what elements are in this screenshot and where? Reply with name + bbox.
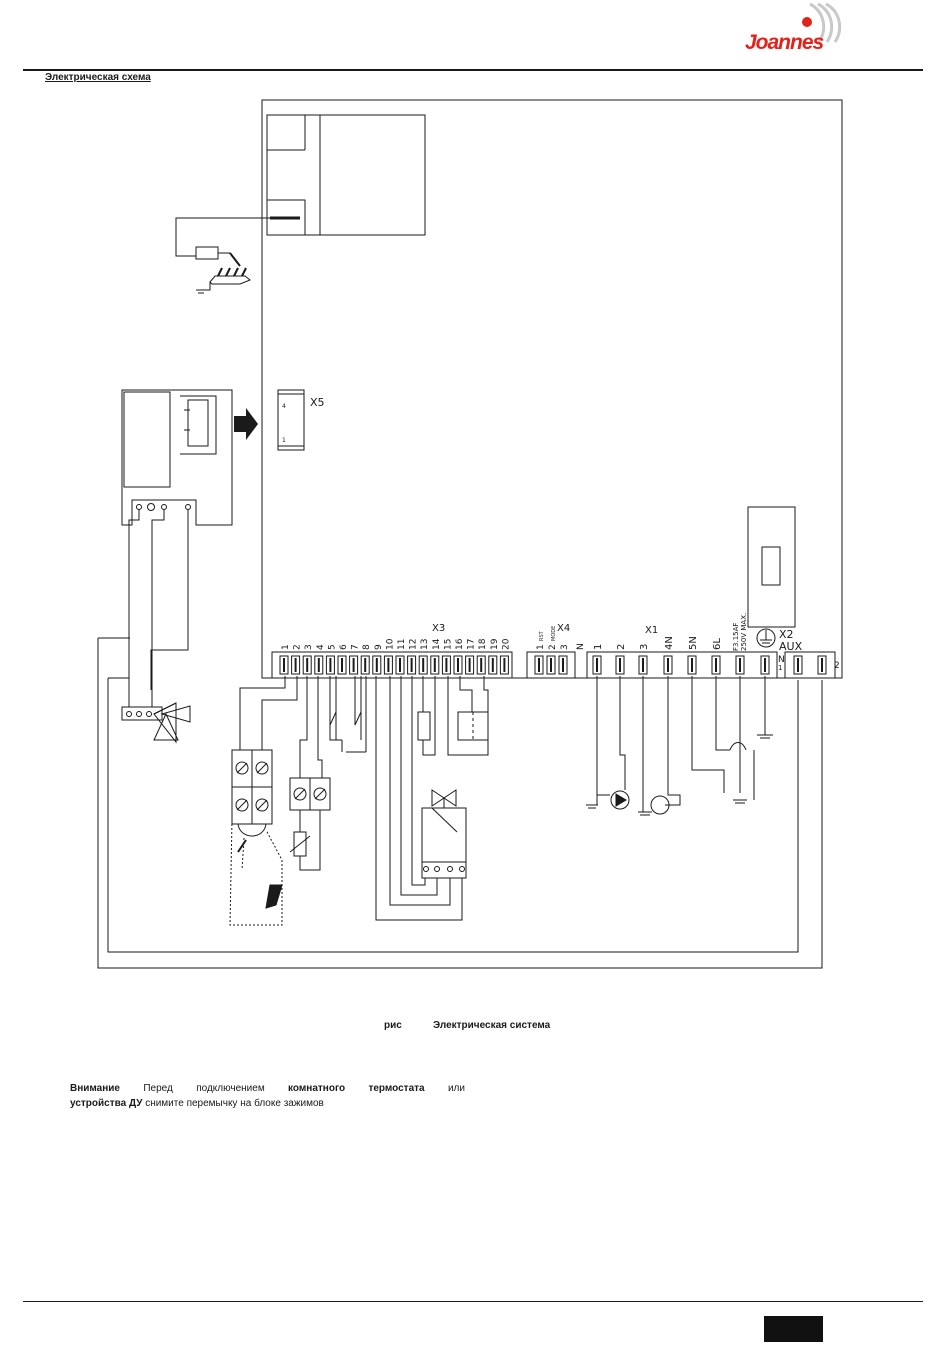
page-number-box <box>764 1316 823 1342</box>
x3-pin-label: 19 <box>490 638 500 650</box>
x1-pin-label: 2 <box>616 644 627 650</box>
warning-note: Внимание Перед подключением комнатного т… <box>70 1081 465 1111</box>
x4-pin-note: MODE <box>551 626 557 641</box>
warning-heading: Внимание <box>70 1081 120 1096</box>
x1-pin-label: 1 <box>593 644 604 650</box>
control-board <box>262 100 842 678</box>
x3-pin-label: 13 <box>420 639 430 650</box>
figure-label: рис <box>384 1020 402 1031</box>
x1-pin-label: 5N <box>688 636 699 650</box>
fuse-voltage: 250V MAX. <box>740 613 748 651</box>
warning-word: или <box>448 1081 465 1096</box>
x3-label: X3 <box>432 623 445 634</box>
x4-label: X4 <box>557 623 570 634</box>
x1-pin-label: 4N <box>664 636 675 650</box>
x3-pin-label: 17 <box>467 639 477 650</box>
x3-pin-label: 14 <box>432 638 442 650</box>
x4-pin-label: 2 <box>548 644 558 650</box>
x3-pin-label: 16 <box>455 638 465 650</box>
warning-word: термостата <box>368 1081 424 1096</box>
x3-pin-label: 9 <box>374 644 384 650</box>
x3-pin-label: 20 <box>501 638 511 650</box>
x5-label: X5 <box>310 396 325 409</box>
x4-pin-note: RST <box>539 630 545 641</box>
warning-line-2: устройства ДУ снимите перемычку на блоке… <box>70 1096 465 1111</box>
x2-terminal-strip <box>785 652 835 678</box>
x1-pin-label: 3 <box>639 644 650 650</box>
x3-pin-label: 11 <box>397 639 407 650</box>
warning-device: устройства ДУ <box>70 1098 142 1109</box>
warning-word: Перед <box>143 1081 173 1096</box>
x1-label: X1 <box>645 625 658 636</box>
x3-pin-label: 3 <box>304 644 314 650</box>
x3-pin-label: 10 <box>385 638 395 650</box>
x4-pin-label: 3 <box>560 644 570 650</box>
power-plug <box>730 743 746 751</box>
remote-control-device <box>266 885 282 908</box>
x2-pin-1: 1 <box>778 664 782 672</box>
x2-aux-label: AUX <box>779 640 803 653</box>
x3-pin-label: 1 <box>281 644 291 650</box>
warning-line-1: Внимание Перед подключением комнатного т… <box>70 1081 465 1096</box>
x3-pin-label: 6 <box>339 644 349 650</box>
wiring-diagram: X5 4 1 X3 X4 X1 X2 AUX N 1 2 F3.15AF 250… <box>0 0 950 1000</box>
x3-pin-label: 12 <box>409 639 419 650</box>
x3-pin-label: 8 <box>362 644 372 650</box>
x4-pin-label: 1 <box>536 644 546 650</box>
x5-pin-bottom: 1 <box>282 437 286 444</box>
gas-valve <box>422 808 466 878</box>
warning-text: снимите перемычку на блоке зажимов <box>142 1098 323 1109</box>
x3-pin-label: 5 <box>327 644 337 650</box>
x3-pin-label: 15 <box>443 639 453 650</box>
x3-pin-label: 18 <box>478 638 488 650</box>
warning-word: комнатного <box>288 1081 345 1096</box>
x3-pin-label: 2 <box>293 644 303 650</box>
x1-pin-label: 6L <box>712 638 723 650</box>
x2-pin-2: 2 <box>834 661 840 671</box>
warning-word: подключением <box>196 1081 265 1096</box>
arrow-icon <box>234 408 258 440</box>
electrode-resistor <box>196 247 218 259</box>
x4-extra-n: N <box>576 643 586 650</box>
figure-title: Электрическая система <box>433 1020 550 1031</box>
x3-pin-label: 4 <box>316 644 326 650</box>
fuse-holder <box>748 507 795 627</box>
footer-divider <box>23 1301 923 1302</box>
x5-pin-top: 4 <box>282 403 286 410</box>
burner <box>210 276 250 284</box>
x3-pin-label: 7 <box>351 644 361 650</box>
fuse-rating: F3.15AF <box>732 623 740 651</box>
